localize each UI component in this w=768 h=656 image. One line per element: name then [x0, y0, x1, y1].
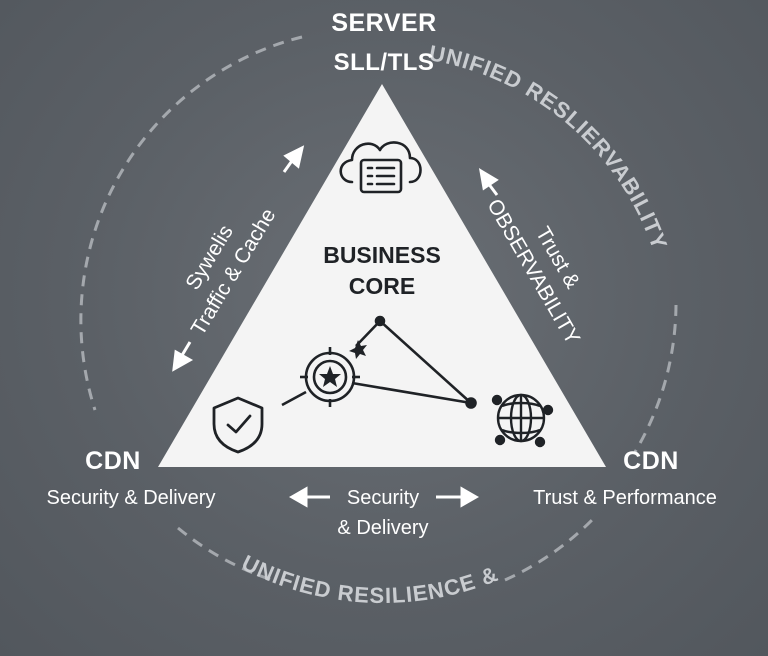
bottom-edge-line2: & Delivery: [337, 517, 429, 539]
shield-check-icon: [212, 396, 264, 454]
ring-text-bottom: UNIFIED RESILIENCE &: [238, 550, 502, 608]
core-triangle: [158, 84, 606, 467]
left-node-title: CDN: [85, 447, 141, 475]
ring-arc-right: [633, 304, 678, 453]
network-connectors: [281, 315, 477, 409]
cloud-server-icon: [339, 141, 422, 194]
bottom-edge-line1: Security: [346, 487, 420, 509]
arrow-left-edge-down: [172, 341, 194, 372]
ring-arc-bottom-right: [504, 518, 594, 582]
core-line2: CORE: [348, 273, 416, 299]
globe-network-icon: [491, 393, 554, 448]
arrow-bottom-right: [436, 486, 480, 508]
top-node-title: SERVER: [331, 9, 437, 37]
right-node-subtitle: Trust & Performance: [533, 487, 717, 509]
right-node-title: CDN: [623, 447, 679, 475]
business-core-label: BUSINESS CORE: [282, 240, 482, 302]
ring-arc-bottom-left: [177, 526, 273, 582]
arrow-left-edge-up: [282, 145, 305, 173]
core-line1: BUSINESS: [323, 242, 441, 268]
left-node-subtitle: Security & Delivery: [46, 487, 216, 509]
ring-arc-top-left: [79, 35, 303, 411]
target-star-icon: [300, 340, 367, 407]
arrow-right-edge-up: [478, 168, 499, 196]
top-node-subtitle: SLL/TLS: [333, 49, 435, 76]
arrow-bottom-left: [288, 486, 330, 508]
outer-ring: [79, 35, 678, 582]
